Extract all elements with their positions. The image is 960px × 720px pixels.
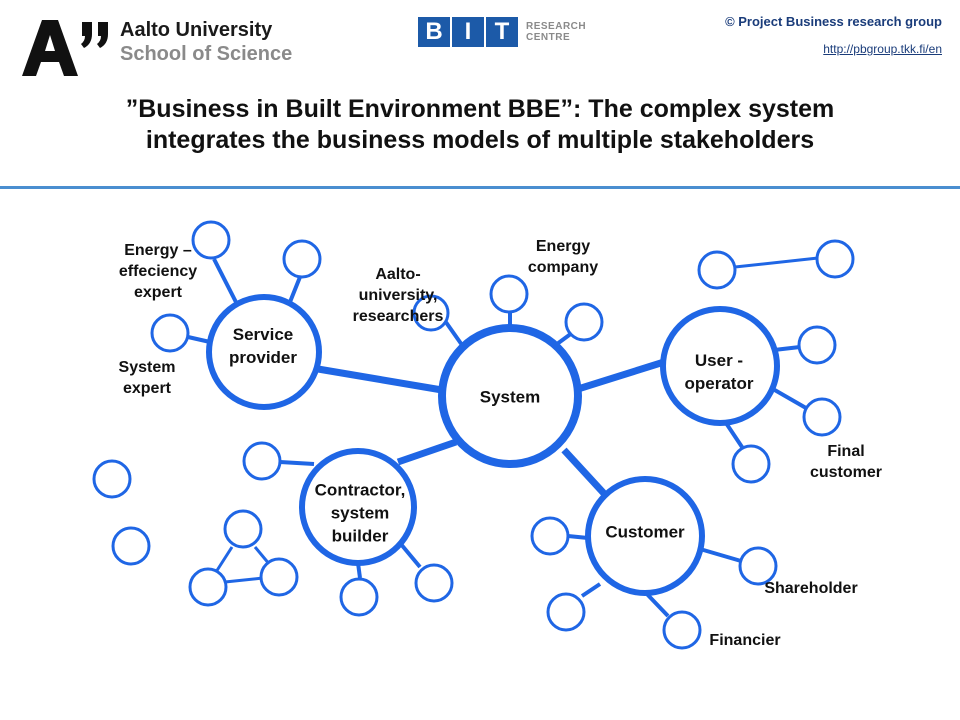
small-node (489, 274, 529, 314)
service-provider-line2: provider (228, 348, 298, 367)
aalto-res-line1: Aalto- (375, 266, 421, 283)
energy-eff-line2: effeciency (118, 263, 198, 280)
edge-user-c11-c12 (734, 256, 819, 269)
bit-subtitle: RESEARCH CENTRE (526, 21, 586, 43)
bit-research-logo: B I T RESEARCH CENTRE (418, 17, 586, 47)
service-provider-line1: Service (232, 325, 294, 344)
customer-label: Customer (605, 522, 685, 542)
edge-user-c8 (773, 345, 801, 352)
small-node (282, 239, 322, 279)
final-customer-label: Final customer (810, 441, 882, 483)
edge-service-c3 (187, 335, 211, 344)
system-expert-line2: expert (122, 380, 172, 397)
small-node (242, 441, 282, 481)
small-node (662, 610, 702, 650)
edge-system-user (576, 358, 666, 393)
energy-co-line2: company (527, 259, 599, 276)
title-line2: integrates the business models of multip… (145, 126, 815, 154)
system-expert-label: System expert (119, 357, 176, 399)
group-url-link[interactable]: http://pbgroup.tkk.fi/en (823, 42, 942, 56)
node-system (438, 324, 582, 468)
edge-service-c2 (288, 276, 302, 303)
edge-tri-b-c (224, 576, 264, 584)
shareholder-label: Shareholder (764, 580, 858, 597)
node-service-provider (206, 294, 322, 410)
small-node (188, 567, 228, 607)
contractor-line3: builder (331, 526, 389, 546)
small-node (564, 302, 604, 342)
small-node (111, 526, 151, 566)
contractor-line2: system (330, 503, 390, 523)
user-operator-label: User - operator (685, 349, 754, 395)
small-node (802, 397, 842, 437)
small-node (92, 459, 132, 499)
edge-system-contractor (396, 438, 458, 466)
aalto-res-line3: researchers (352, 308, 444, 325)
small-node (738, 546, 778, 586)
small-node (339, 577, 379, 617)
aalto-line2: School of Science (120, 43, 293, 65)
user-operator-line1: User - (694, 351, 744, 370)
edge-customer-c19 (643, 590, 670, 618)
aalto-wordmark: Aalto University School of Science (120, 18, 292, 66)
small-node (697, 250, 737, 290)
final-cust-line1: Final (827, 443, 865, 460)
energy-company-label: Energy company (528, 236, 598, 278)
bit-letter-i: I (452, 17, 484, 47)
service-provider-label: Service provider (229, 323, 297, 369)
title-line1: ”Business in Built Environment BBE”: The… (125, 95, 835, 123)
small-node (223, 509, 263, 549)
edge-system-customer (561, 447, 613, 503)
node-user-operator (660, 306, 780, 426)
small-node (731, 444, 771, 484)
aalto-res-line2: university, (358, 287, 438, 304)
small-node (414, 563, 454, 603)
aalto-line1: Aalto University (120, 19, 273, 41)
system-expert-line1: System (118, 359, 176, 376)
small-node (412, 294, 450, 332)
page-title: ”Business in Built Environment BBE”: The… (0, 94, 960, 156)
energy-efficiency-expert-label: Energy – effeciency expert (119, 240, 197, 303)
edge-system-service (317, 365, 443, 394)
edge-contractor-c15 (398, 541, 422, 569)
small-node (546, 592, 586, 632)
user-operator-line2: operator (684, 374, 754, 393)
edge-tri-a-b (214, 546, 234, 573)
small-node (530, 516, 570, 556)
bit-sub-line2: CENTRE (526, 32, 571, 43)
energy-eff-line1: Energy – (124, 242, 192, 259)
node-customer (585, 476, 705, 596)
bit-letter-b: B (418, 17, 450, 47)
copyright-text: © Project Business research group (725, 14, 942, 29)
energy-eff-line3: expert (133, 284, 183, 301)
edge-contractor-c13 (279, 460, 315, 466)
small-node (797, 325, 837, 365)
small-node (815, 239, 855, 279)
aalto-researchers-label: Aalto- university, researchers (353, 264, 444, 327)
final-cust-line2: customer (809, 464, 883, 481)
bit-letter-t: T (486, 17, 518, 47)
edge-customer-c17 (699, 547, 742, 563)
contractor-line1: Contractor, (314, 480, 406, 500)
bit-sub-line1: RESEARCH (526, 21, 587, 32)
title-divider (0, 186, 960, 189)
small-node (150, 313, 190, 353)
small-node (259, 557, 299, 597)
contractor-label: Contractor, system builder (315, 479, 406, 548)
edge-customer-c16 (567, 534, 589, 540)
node-contractor (299, 448, 417, 566)
small-node (191, 220, 231, 260)
financier-label: Financier (709, 632, 781, 649)
edge-customer-c18 (580, 582, 602, 598)
system-label: System (479, 387, 541, 407)
aalto-logo-icon (22, 20, 108, 76)
energy-co-line1: Energy (535, 238, 591, 255)
